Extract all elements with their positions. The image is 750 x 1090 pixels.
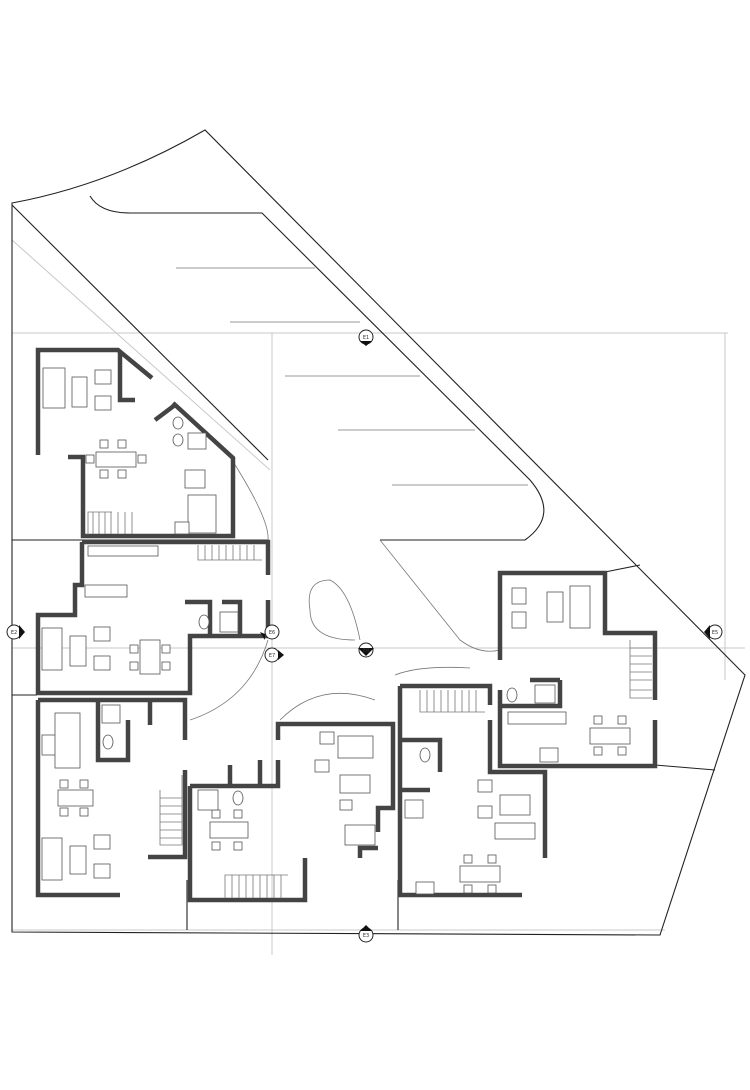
unit-c [35, 697, 188, 898]
marker-label: E2 [11, 630, 17, 636]
section-marker-mid-a: E6 [260, 624, 280, 640]
section-marker-left: E2 [6, 624, 25, 640]
unit-e [397, 683, 548, 898]
section-marker-right: E5 [704, 624, 723, 640]
grid-lines [11, 239, 745, 955]
unit-b [35, 539, 271, 696]
marker-label: E5 [712, 630, 718, 636]
unit-a [35, 347, 236, 539]
marker-label: E3 [363, 933, 369, 939]
marker-label: E1 [363, 335, 369, 341]
unit-f [497, 570, 658, 769]
section-marker-bottom: E3 [358, 925, 374, 943]
section-marker-center: E4 [358, 642, 374, 658]
marker-label: E6 [269, 630, 275, 636]
parking-area [89, 195, 545, 721]
marker-label: E7 [269, 653, 275, 659]
section-marker-top: E1 [358, 329, 374, 346]
unit-d [187, 721, 396, 903]
section-marker-mid-b: E7 [264, 647, 284, 663]
marker-label: E4 [363, 648, 369, 654]
